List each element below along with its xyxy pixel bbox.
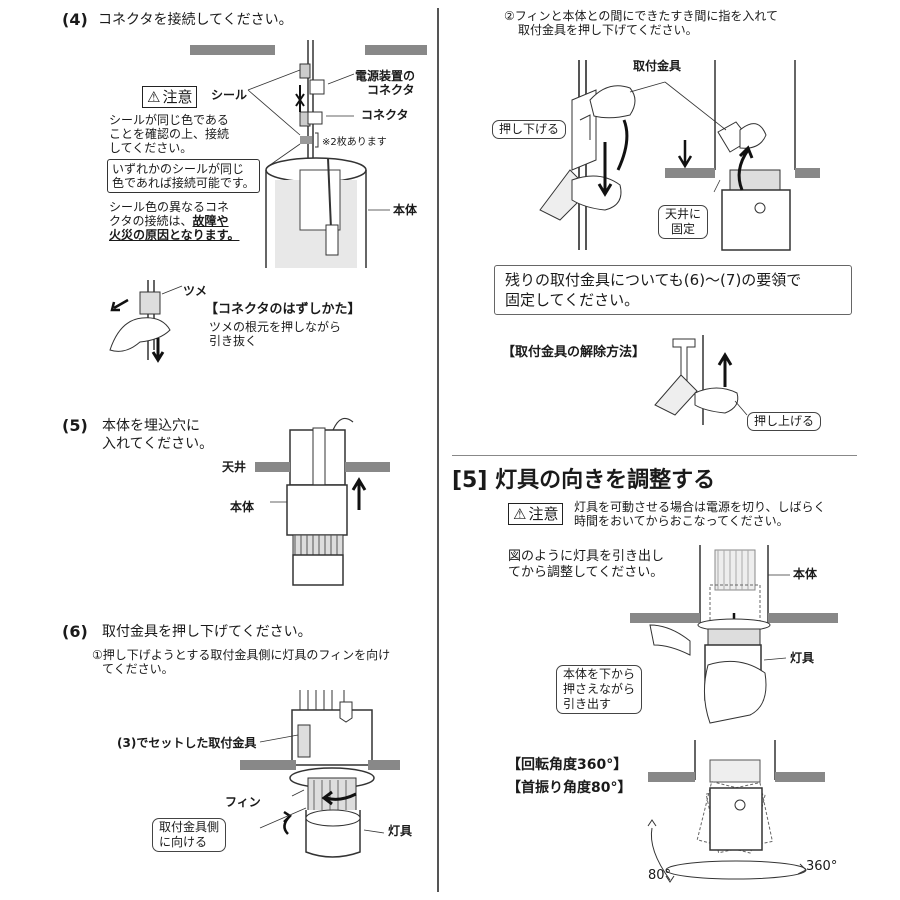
body-label: 本体 <box>393 203 418 217</box>
hold-instruction-box: 本体を下から 押さえながら 引き出す <box>556 665 643 714</box>
section5-caution-1: 灯具を可動させる場合は電源を切り、しばらく <box>574 500 826 514</box>
column-divider <box>437 8 439 892</box>
release-title: 【取付金具の解除方法】 <box>502 345 646 360</box>
step6b-sub-2: 取付金具を押し下げてください。 <box>518 23 698 37</box>
caution-badge: ⚠ 注意 <box>142 86 198 108</box>
step6b-sub-1: ②フィンと本体との間にできたすき間に指を入れて <box>504 9 779 23</box>
note3-line1: シール色の異なるコネ <box>109 200 230 214</box>
step4-title: コネクタを接続してください。 <box>98 12 293 28</box>
fin-label: フィン <box>225 795 261 809</box>
section5-intro-2: てから調整してください。 <box>508 565 664 580</box>
note1-line1: シールが同じ色である <box>109 113 229 127</box>
removal-text-1: ツメの根元を押しながら <box>209 320 342 334</box>
note1-line3: してください。 <box>109 141 193 155</box>
step6-title: 取付金具を押し下げてください。 <box>102 624 312 640</box>
note3-line2: クタの接続は、故障や <box>109 214 229 228</box>
step4-number: (4) <box>62 10 88 29</box>
section5-title: [5] 灯具の向きを調整する <box>452 468 716 493</box>
push-down-bracket-illustration <box>539 60 820 251</box>
step5-title-2: 入れてください。 <box>102 436 214 452</box>
warning-icon: ⚠ <box>513 505 527 523</box>
angle-adjust-illustration <box>647 740 825 883</box>
step5-title-1: 本体を埋込穴に <box>102 418 200 434</box>
warning-icon: ⚠ <box>147 88 161 106</box>
body-label-section5: 本体 <box>793 567 818 581</box>
fix-ceiling-box: 天井に 固定 <box>658 205 709 239</box>
toward-bracket-box: 取付金具側 に向ける <box>152 818 227 852</box>
two-sheets-note: ※2枚あります <box>322 137 387 148</box>
step5-number: (5) <box>62 416 88 435</box>
note1-line2: ことを確認の上、接続 <box>109 127 230 141</box>
pull-out-lamp-illustration <box>630 545 838 724</box>
release-bracket-illustration <box>654 335 748 425</box>
lamp-label-section5: 灯具 <box>790 651 815 665</box>
rotation-angle-label: 【回転角度360°】 <box>507 757 628 773</box>
body-label-step5: 本体 <box>230 500 255 514</box>
removal-title: 【コネクタのはずしかた】 <box>205 302 361 317</box>
section-divider <box>452 455 857 456</box>
power-connector-label-2: コネクタ <box>367 83 415 97</box>
step6-sub-2: てください。 <box>102 662 174 676</box>
push-down-box: 押し下げる <box>492 120 567 139</box>
remaining-instruction-box: 残りの取付金具についても(6)～(7)の要領で 固定してください。 <box>494 265 852 315</box>
step6-sub-1: ①押し下げようとする取付金具側に灯具のフィンを向け <box>92 648 391 662</box>
rotation-360-label: 360° <box>806 859 838 874</box>
power-connector-label-1: 電源装置の <box>355 69 416 83</box>
connector-removal-illustration <box>109 280 183 363</box>
tilt-80-label: 80° <box>648 868 672 883</box>
section5-caution-2: 時間をおいてからおこなってください。 <box>574 514 789 528</box>
note3-line3: 火災の原因となります。 <box>109 228 240 242</box>
bracket-label-right: 取付金具 <box>633 59 682 73</box>
connector-illustration <box>190 40 427 268</box>
removal-text-2: 引き抜く <box>209 334 258 348</box>
fin-orientation-illustration <box>240 690 400 858</box>
bracket-label: (3)でセットした取付金具 <box>117 736 257 750</box>
insert-body-illustration <box>255 417 390 586</box>
lamp-label: 灯具 <box>388 824 413 838</box>
section5-intro-1: 図のように灯具を引き出し <box>508 549 665 564</box>
ceiling-label: 天井 <box>222 460 247 474</box>
section5-caution-badge: ⚠ 注意 <box>508 503 564 525</box>
note2-box: いずれかのシールが同じ 色であれば接続可能です。 <box>107 159 260 193</box>
tilt-angle-label: 【首振り角度80°】 <box>507 780 632 796</box>
connector-label: コネクタ <box>361 108 409 122</box>
push-up-box: 押し上げる <box>747 412 822 431</box>
step6-number: (6) <box>62 622 88 641</box>
tab-label: ツメ <box>183 284 208 298</box>
seal-label: シール <box>211 88 248 102</box>
